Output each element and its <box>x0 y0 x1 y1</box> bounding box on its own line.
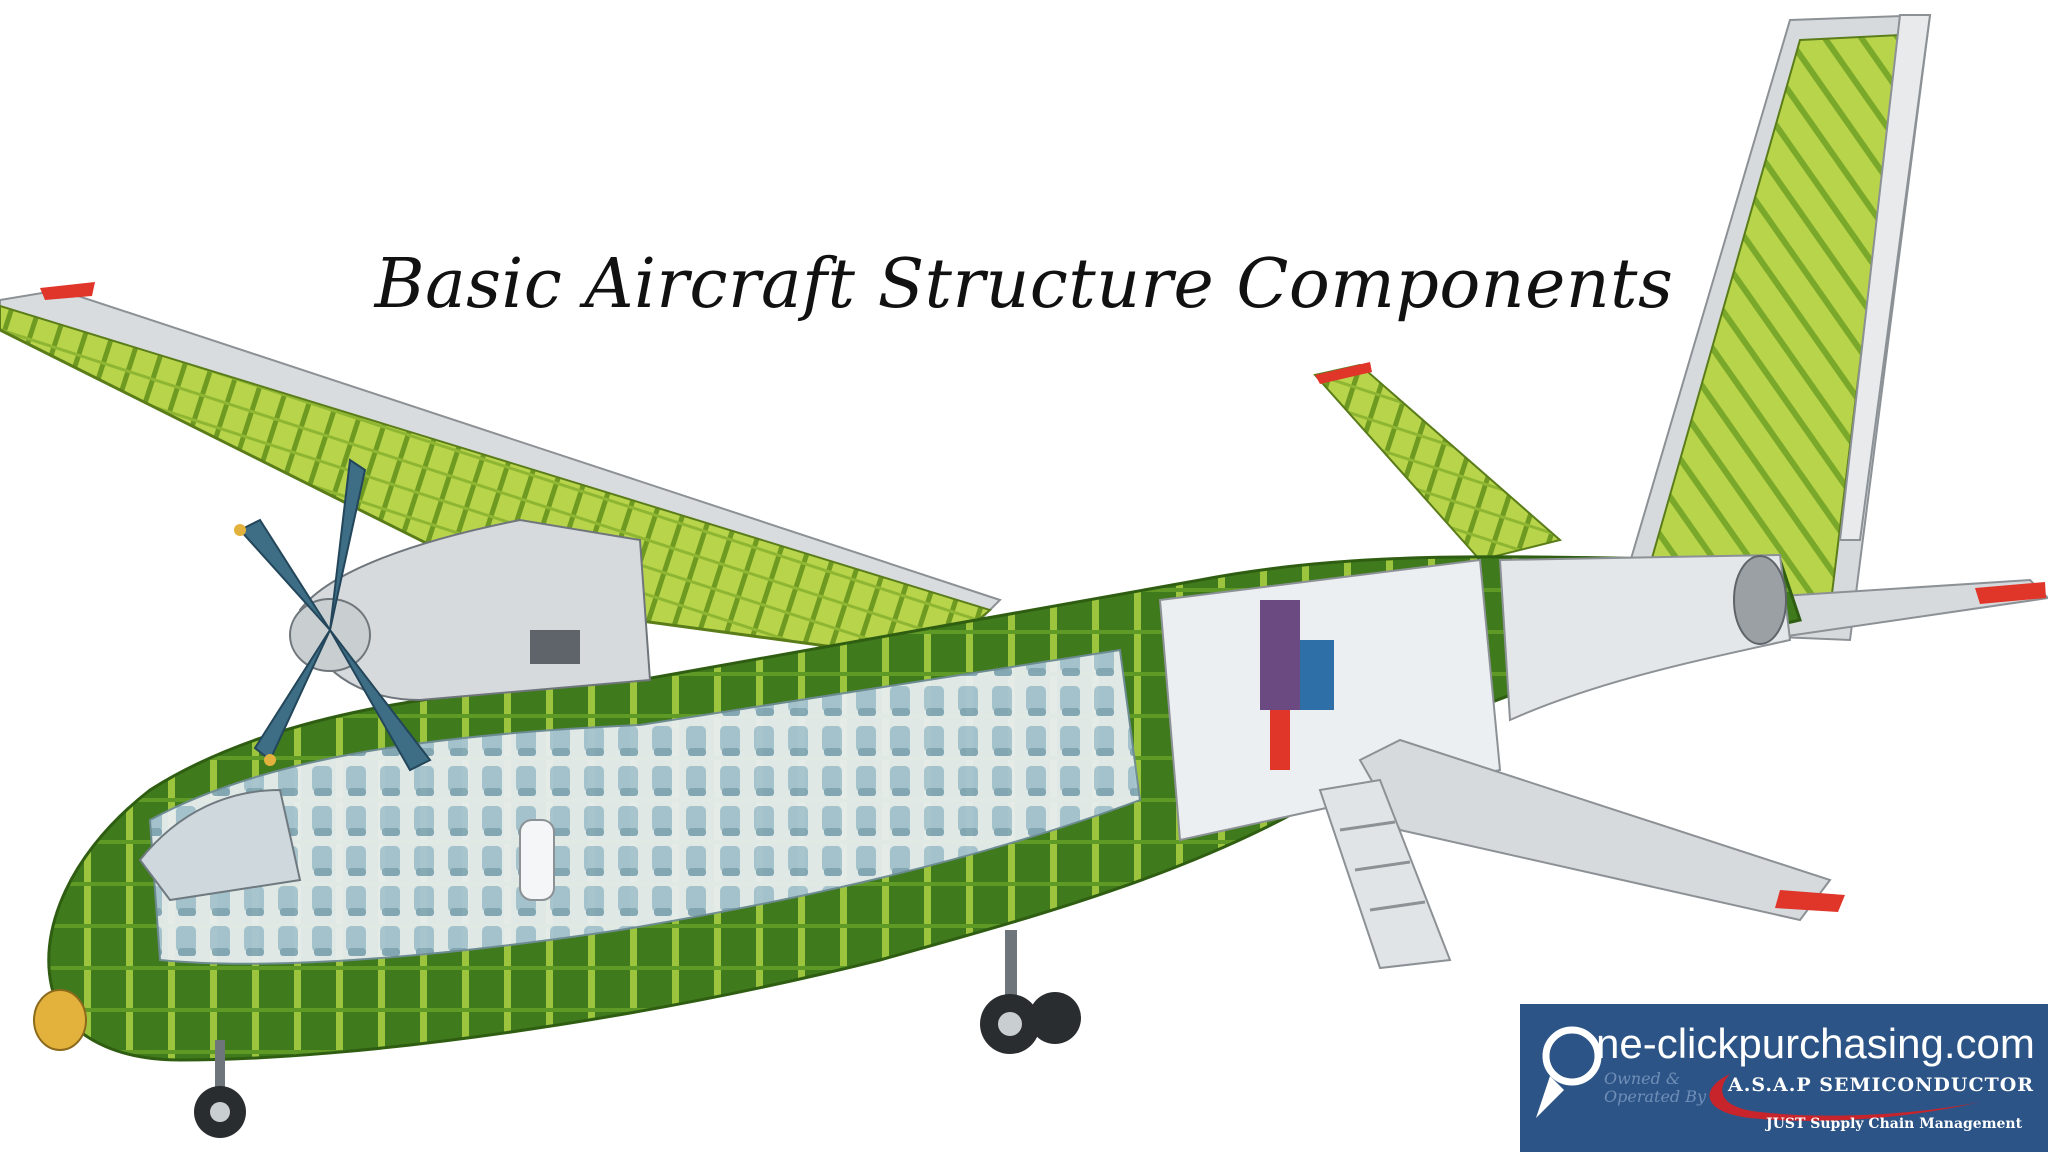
slide-title: Basic Aircraft Structure Components <box>374 245 1674 324</box>
vertical-stabilizer <box>1608 13 1932 642</box>
airstair <box>1318 778 1452 970</box>
nose-landing-gear <box>194 1040 246 1138</box>
wing-right <box>1358 738 1845 922</box>
logo-tagline: JUST Supply Chain Management <box>1766 1116 2023 1132</box>
main-landing-gear <box>980 930 1081 1054</box>
one-click-purchasing-logo[interactable]: ne-clickpurchasing.com Owned & Operated … <box>1520 1004 2048 1152</box>
propeller <box>234 458 432 772</box>
logo-owned-by: Owned & Operated By <box>1604 1069 1707 1106</box>
horizontal-stabilizer-left <box>1313 362 1563 562</box>
logo-company: A.S.A.P SEMICONDUCTOR <box>1728 1074 2035 1096</box>
logo-o-swoosh-icon <box>1536 1026 1602 1118</box>
logo-domain: ne-clickpurchasing.com <box>1596 1020 2035 1067</box>
engine-nacelle <box>289 518 652 702</box>
